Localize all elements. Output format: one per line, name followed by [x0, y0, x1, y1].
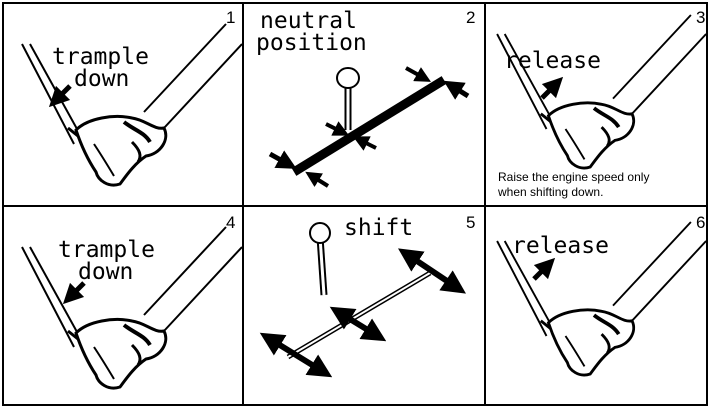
note-line2: when shifting down.: [498, 185, 604, 199]
arrow-left-icon: [305, 171, 330, 188]
step-label-line1: release: [512, 233, 609, 259]
foot-pressing-pedal-illustration: [20, 22, 242, 188]
step-number: 4: [226, 213, 236, 232]
gear-shifter-neutral-illustration: [268, 66, 470, 188]
step-label-line1: shift: [344, 215, 414, 241]
double-arrow-icon: [398, 248, 466, 294]
panel-2: neutral position 2: [244, 4, 484, 205]
gear-shifter-shift-illustration: [259, 222, 466, 378]
panel-4: trample down 4: [4, 207, 242, 406]
arrow-right-icon: [268, 150, 297, 169]
step-number: 2: [466, 8, 476, 27]
arrow-down-icon: [62, 281, 86, 305]
step-label-line2: down: [78, 259, 134, 285]
shift-gate-bar: [291, 76, 447, 176]
grid-divider-vertical-1: [242, 2, 244, 406]
panel-5: shift 5: [244, 207, 484, 406]
double-arrow-icon: [329, 306, 387, 342]
step-label-line1: trample: [52, 44, 149, 70]
step-number: 3: [696, 8, 706, 27]
step-label-line2: position: [256, 30, 367, 56]
panel-6: release 6: [486, 207, 708, 406]
shift-knob-icon: [336, 67, 360, 89]
diagram-grid: [2, 2, 708, 406]
note-line1: Raise the engine speed only: [498, 170, 650, 184]
panel-1: trample down 1: [4, 4, 242, 205]
arrow-right-icon: [325, 121, 350, 136]
step-label-line2: down: [74, 66, 130, 92]
step-label-line1: trample: [58, 237, 155, 263]
double-arrow-icon: [259, 332, 333, 378]
foot-releasing-pedal-illustration: [495, 220, 708, 377]
shift-knob-icon: [309, 222, 331, 244]
arrow-left-icon: [352, 136, 377, 151]
step-label-line1: neutral: [260, 8, 357, 34]
arrow-left-icon: [443, 80, 470, 100]
arrow-right-icon: [405, 66, 431, 82]
foot-releasing-pedal-illustration: [495, 13, 708, 170]
step-number: 5: [466, 213, 476, 232]
grid-divider-vertical-2: [484, 2, 486, 406]
arrow-up-icon: [540, 76, 564, 100]
grid-divider-horizontal: [2, 205, 708, 207]
foot-pressing-pedal-illustration: [20, 225, 242, 391]
step-number: 6: [696, 213, 706, 232]
step-label-line1: release: [504, 48, 601, 74]
arrow-up-icon: [532, 257, 556, 281]
arrow-down-icon: [48, 84, 72, 108]
panel-3: release 3 Raise the engine speed only wh…: [486, 4, 708, 205]
step-number: 1: [226, 8, 236, 27]
note-text: Raise the engine speed only when shiftin…: [498, 170, 698, 200]
